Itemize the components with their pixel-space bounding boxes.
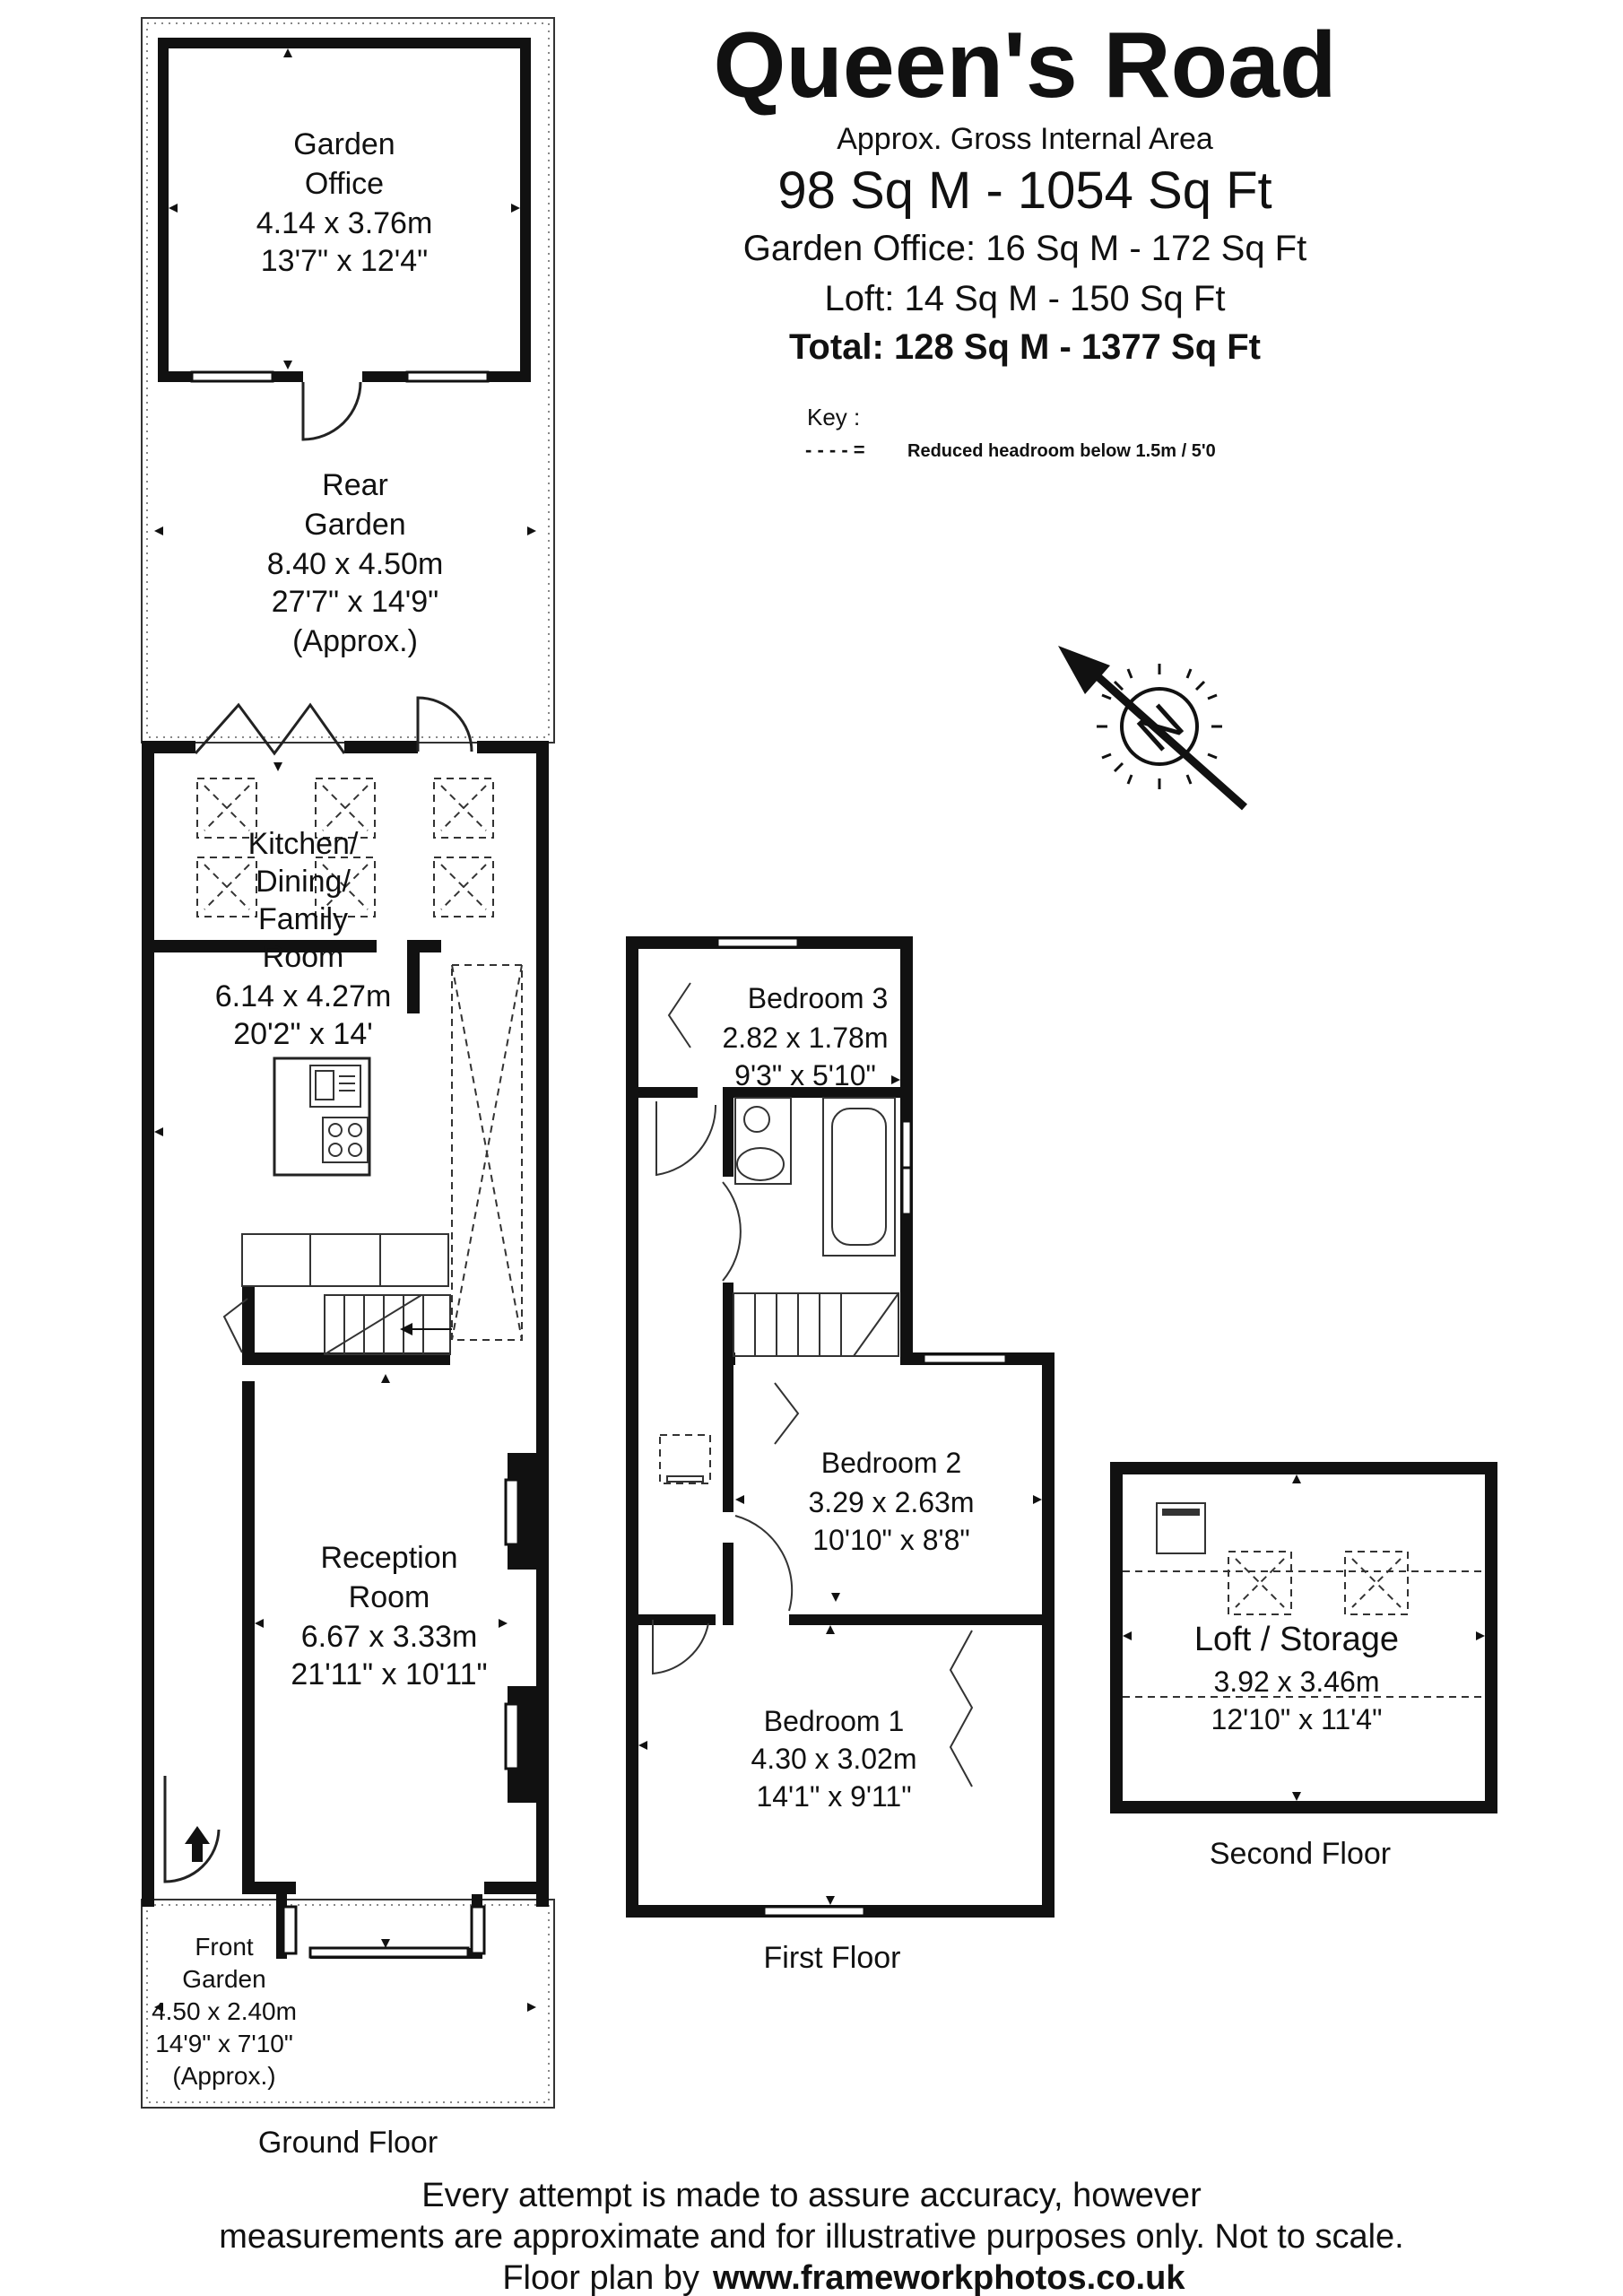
kitchen-name-3: Family [258,902,348,936]
second-floor-walls [1110,1462,1497,1813]
rear-garden-name-2: Garden [304,508,405,542]
loft-area: Loft: 14 Sq M - 150 Sq Ft [825,279,1226,318]
kitchen-units [222,1233,449,1353]
rear-garden-label: Rear Garden 8.40 x 4.50m 27'7" x 14'9" (… [267,468,444,658]
garden-office-label: Garden Office 4.14 x 3.76m 13'7" x 12'4" [256,127,433,278]
rear-garden-imperial: 27'7" x 14'9" [272,585,438,619]
second-floor-dimension-markers [1123,1474,1485,1801]
kitchen-name-1: Kitchen/ [248,827,359,861]
reception-name-2: Room [349,1580,430,1614]
first-floor-doors [652,982,974,1787]
bedroom1-metric: 4.30 x 3.02m [751,1743,917,1775]
bedroom2-imperial: 10'10" x 8'8" [812,1524,970,1556]
bedroom2-metric: 3.29 x 2.63m [809,1486,975,1518]
front-door [163,1776,221,1883]
loft-metric: 3.92 x 3.46m [1214,1665,1380,1698]
front-garden-name-1: Front [195,1933,254,1961]
footer-credit-link[interactable]: www.frameworkphotos.co.uk [712,2259,1185,2296]
bedroom1-label: Bedroom 1 4.30 x 3.02m 14'1" x 9'11" [751,1705,917,1813]
garden-office-name-1: Garden [293,127,395,161]
kitchen-skylights [196,778,494,918]
reduced-headroom-area [451,964,523,1341]
ground-floor-label: Ground Floor [258,2126,438,2160]
dimension-markers [154,48,536,2012]
footer-disclaimer-2: measurements are approximate and for ill… [219,2218,1403,2256]
first-floor-walls [626,936,1055,1918]
total-area: 98 Sq M - 1054 Sq Ft [777,161,1271,220]
bedroom1-name: Bedroom 1 [764,1705,905,1737]
kitchen-imperial: 20'2" x 14' [233,1017,373,1051]
front-garden-boundary [141,1899,555,2109]
bedroom2-label: Bedroom 2 3.29 x 2.63m 10'10" x 8'8" [809,1447,975,1556]
loft-fixtures [1123,1502,1485,1698]
first-floor-label: First Floor [764,1941,901,1975]
loft-name: Loft / Storage [1194,1621,1399,1658]
footer-credit-prefix: Floor plan by [502,2259,699,2296]
kitchen-label: Kitchen/ Dining/ Family Room 6.14 x 4.27… [215,827,392,1051]
garden-office-imperial: 13'7" x 12'4" [261,244,428,278]
bedroom3-name: Bedroom 3 [748,982,889,1014]
ground-floor-stairs [324,1294,452,1355]
rear-garden-name-1: Rear [322,468,388,502]
front-garden-note: (Approx.) [172,2062,275,2090]
kitchen-island [273,1057,371,1177]
north-arrow-icon: N [1058,646,1247,811]
loft-label: Loft / Storage 3.92 x 3.46m 12'10" x 11'… [1194,1621,1399,1735]
garden-office-walls [158,38,531,441]
kitchen-name-4: Room [263,940,344,974]
bedroom1-imperial: 14'1" x 9'11" [756,1780,911,1813]
bathroom-fixtures [734,1097,896,1257]
ground-floor-walls [142,741,549,1959]
rear-garden-metric: 8.40 x 4.50m [267,547,444,581]
front-garden-label: Front Garden 4.50 x 2.40m 14'9" x 7'10" … [152,1933,297,2090]
loft-imperial: 12'10" x 11'4" [1211,1703,1383,1735]
reception-metric: 6.67 x 3.33m [301,1620,478,1654]
reception-name-1: Reception [320,1541,457,1575]
rear-garden-note: (Approx.) [292,624,418,658]
grand-total-area: Total: 128 Sq M - 1377 Sq Ft [789,327,1261,367]
area-subtitle: Approx. Gross Internal Area [837,122,1213,156]
front-garden-name-2: Garden [182,1965,265,1993]
bedroom3-label: Bedroom 3 2.82 x 1.78m 9'3" x 5'10" [723,982,889,1091]
loft-hatch-icon [659,1434,711,1484]
bifold-doors [194,702,346,756]
kitchen-metric: 6.14 x 4.27m [215,979,392,1013]
footer-disclaimer-1: Every attempt is made to assure accuracy… [421,2177,1202,2214]
bedroom2-name: Bedroom 2 [821,1447,962,1479]
key-description: Reduced headroom below 1.5m / 5'0 [907,441,1216,461]
rear-door [416,696,473,752]
garden-office-name-2: Office [305,167,384,201]
front-garden-metric: 4.50 x 2.40m [152,1997,297,2025]
second-floor-label: Second Floor [1210,1837,1391,1871]
page-title: Queen's Road [713,13,1336,117]
reception-imperial: 21'11" x 10'11" [291,1657,487,1692]
bedroom3-metric: 2.82 x 1.78m [723,1022,889,1054]
garden-office-metric: 4.14 x 3.76m [256,206,433,240]
garden-office-area: Garden Office: 16 Sq M - 172 Sq Ft [743,229,1306,268]
key-title: Key : [807,404,860,430]
first-floor-dimension-markers [638,1075,1042,1905]
front-garden-imperial: 14'9" x 7'10" [155,2030,293,2057]
first-floor-stairs [733,1292,899,1357]
reception-label: Reception Room 6.67 x 3.33m 21'11" x 10'… [291,1541,487,1692]
bedroom3-imperial: 9'3" x 5'10" [734,1059,876,1091]
key-symbol: - - - - = [805,439,865,461]
kitchen-name-2: Dining/ [256,865,351,899]
